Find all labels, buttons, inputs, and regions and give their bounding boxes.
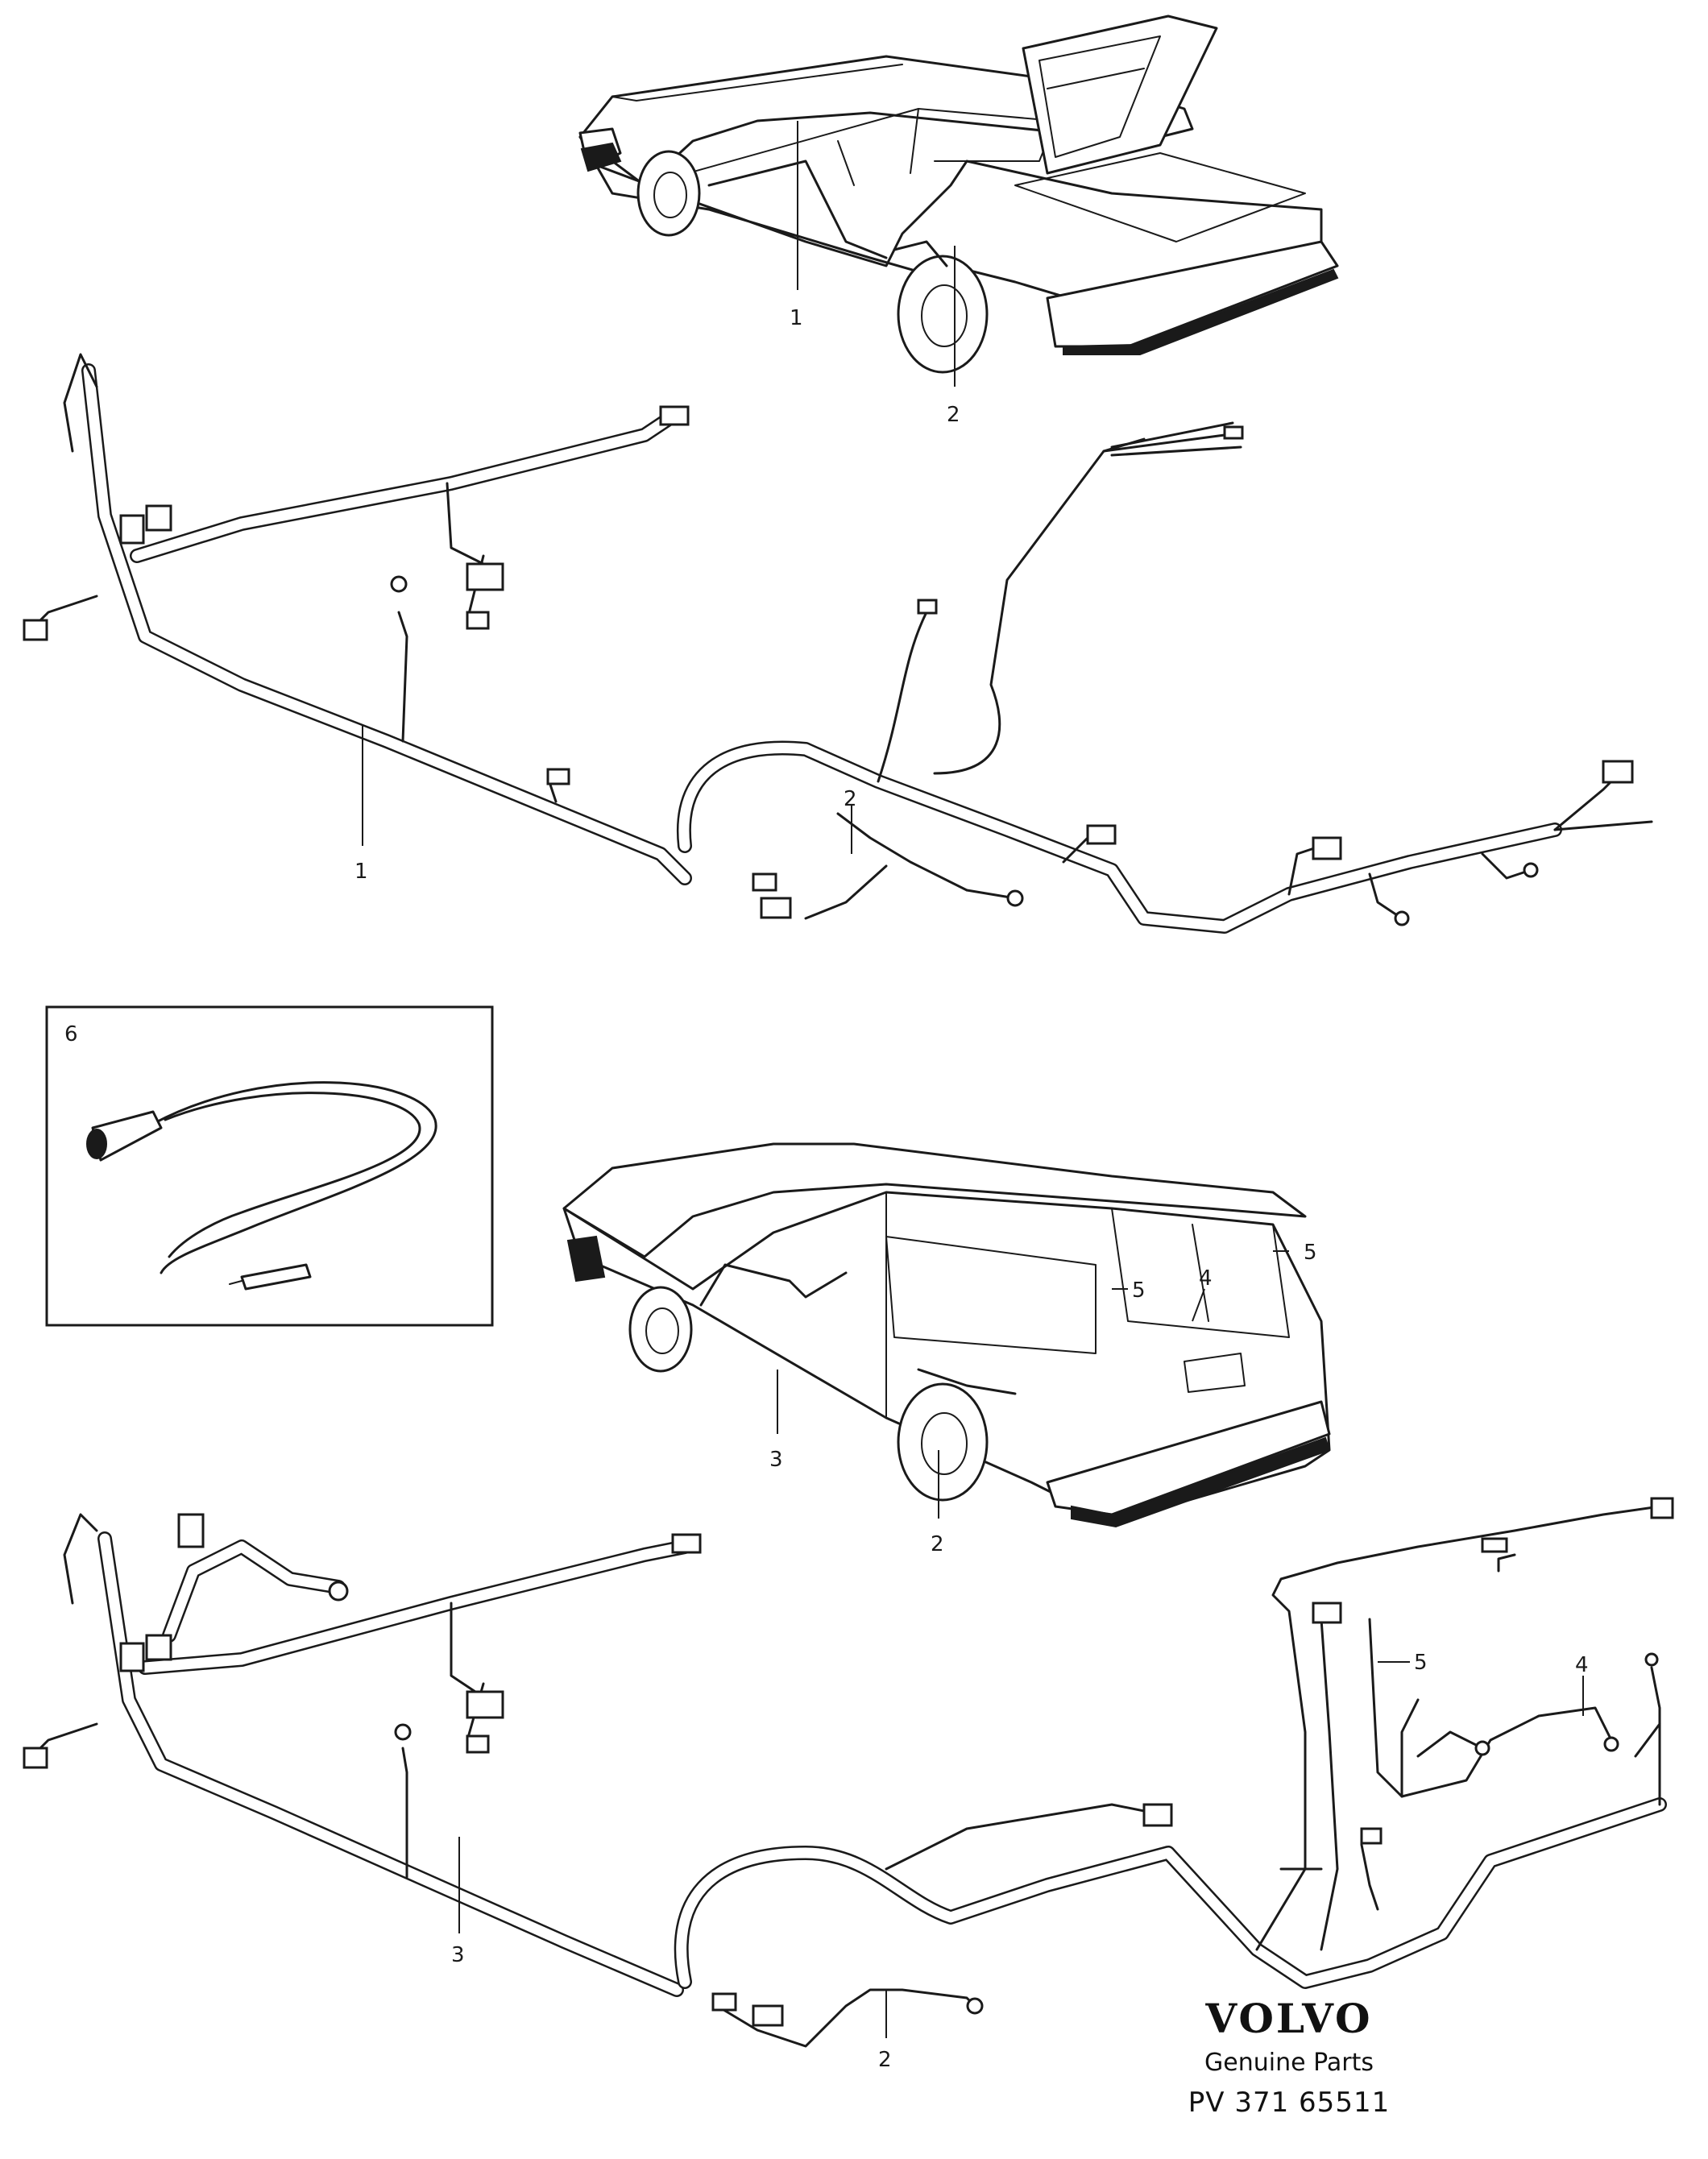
volvo-logo: VOLVO [1205, 1995, 1373, 2042]
callout-2-harness-lower: 2 [878, 2048, 892, 2072]
callout-5-harness: 5 [1414, 1651, 1428, 1675]
callout-2-top: 2 [947, 403, 960, 427]
callout-2-wagon: 2 [931, 1532, 944, 1556]
wiring-harness-3 [23, 1497, 1674, 2048]
callout-5-wagon-right: 5 [1304, 1241, 1317, 1265]
callout-3-wagon: 3 [769, 1448, 783, 1472]
callout-4-harness: 4 [1575, 1653, 1589, 1677]
wagon-illustration [562, 1142, 1331, 1528]
callout-1-top: 1 [790, 306, 803, 330]
callout-5-wagon-left: 5 [1132, 1278, 1146, 1303]
callout-1-harness: 1 [354, 860, 368, 884]
leader-lines [362, 121, 1584, 2038]
wiring-harness-1 [23, 353, 1653, 934]
callout-2-harness-upper: 2 [844, 787, 857, 811]
callout-4-wagon: 4 [1199, 1266, 1213, 1291]
callouts: 1 2 1 2 6 5 4 5 3 2 5 4 3 2 [64, 306, 1589, 2072]
antenna-cable-inset [45, 1005, 494, 1327]
callout-3-harness: 3 [451, 1943, 465, 1967]
part-code: PV 371 65511 [1188, 2086, 1391, 2119]
sedan-illustration [578, 15, 1339, 374]
genuine-parts-label: Genuine Parts [1204, 2049, 1374, 2077]
callout-6-inset: 6 [64, 1022, 78, 1046]
